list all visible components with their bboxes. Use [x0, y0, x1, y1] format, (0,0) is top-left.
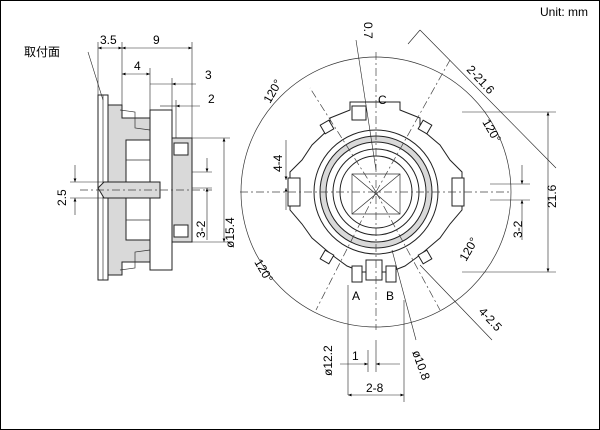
dim-4-4: 4-4 [271, 154, 285, 172]
dim-9: 9 [153, 33, 160, 47]
dim-4: 4 [134, 59, 141, 73]
dim-2-8: 2-8 [366, 381, 384, 395]
terminal-c-pad [351, 105, 367, 121]
angle-120-top-left: 120° [260, 77, 285, 106]
side-view: 取付面 3.5 9 4 3 2 2.5 3-2 [24, 33, 237, 281]
dim-3-2-left: 3-2 [194, 220, 208, 238]
angle-120-right: 120° [479, 117, 504, 146]
dim-3: 3 [205, 68, 212, 82]
terminal-a-pad [351, 265, 363, 283]
dim-21-6: 21.6 [545, 184, 559, 208]
dim-1: 1 [352, 349, 359, 363]
dim-0-7: 0.7 [361, 22, 375, 39]
dim-3-2-right: 3-2 [511, 220, 525, 238]
unit-label: Unit: mm [540, 5, 588, 19]
front-view: C A B 120° 120° 120° 120° 0.7 2-21.6 4-4… [240, 22, 559, 402]
terminal-a-label: A [352, 289, 360, 303]
terminal-b-pad [385, 265, 397, 283]
dim-dia-12-2: ø12.2 [321, 345, 335, 376]
mount-face-leader [87, 51, 104, 101]
dim-3-5: 3.5 [100, 33, 117, 47]
terminal-b-label: B [386, 289, 394, 303]
terminal-c-label: C [378, 93, 387, 107]
mount-face-label: 取付面 [24, 45, 60, 59]
angle-120-bottom-left: 120° [251, 257, 276, 286]
dim-dia-15-4: ø15.4 [223, 217, 237, 248]
dim-4-2-5: 4-2.5 [476, 304, 505, 334]
dim-dia-10-8: ø10.8 [409, 348, 433, 382]
angle-120-bottom-right: 120° [456, 235, 481, 264]
dim-2-5: 2.5 [55, 189, 69, 206]
dim-2: 2 [208, 92, 215, 106]
